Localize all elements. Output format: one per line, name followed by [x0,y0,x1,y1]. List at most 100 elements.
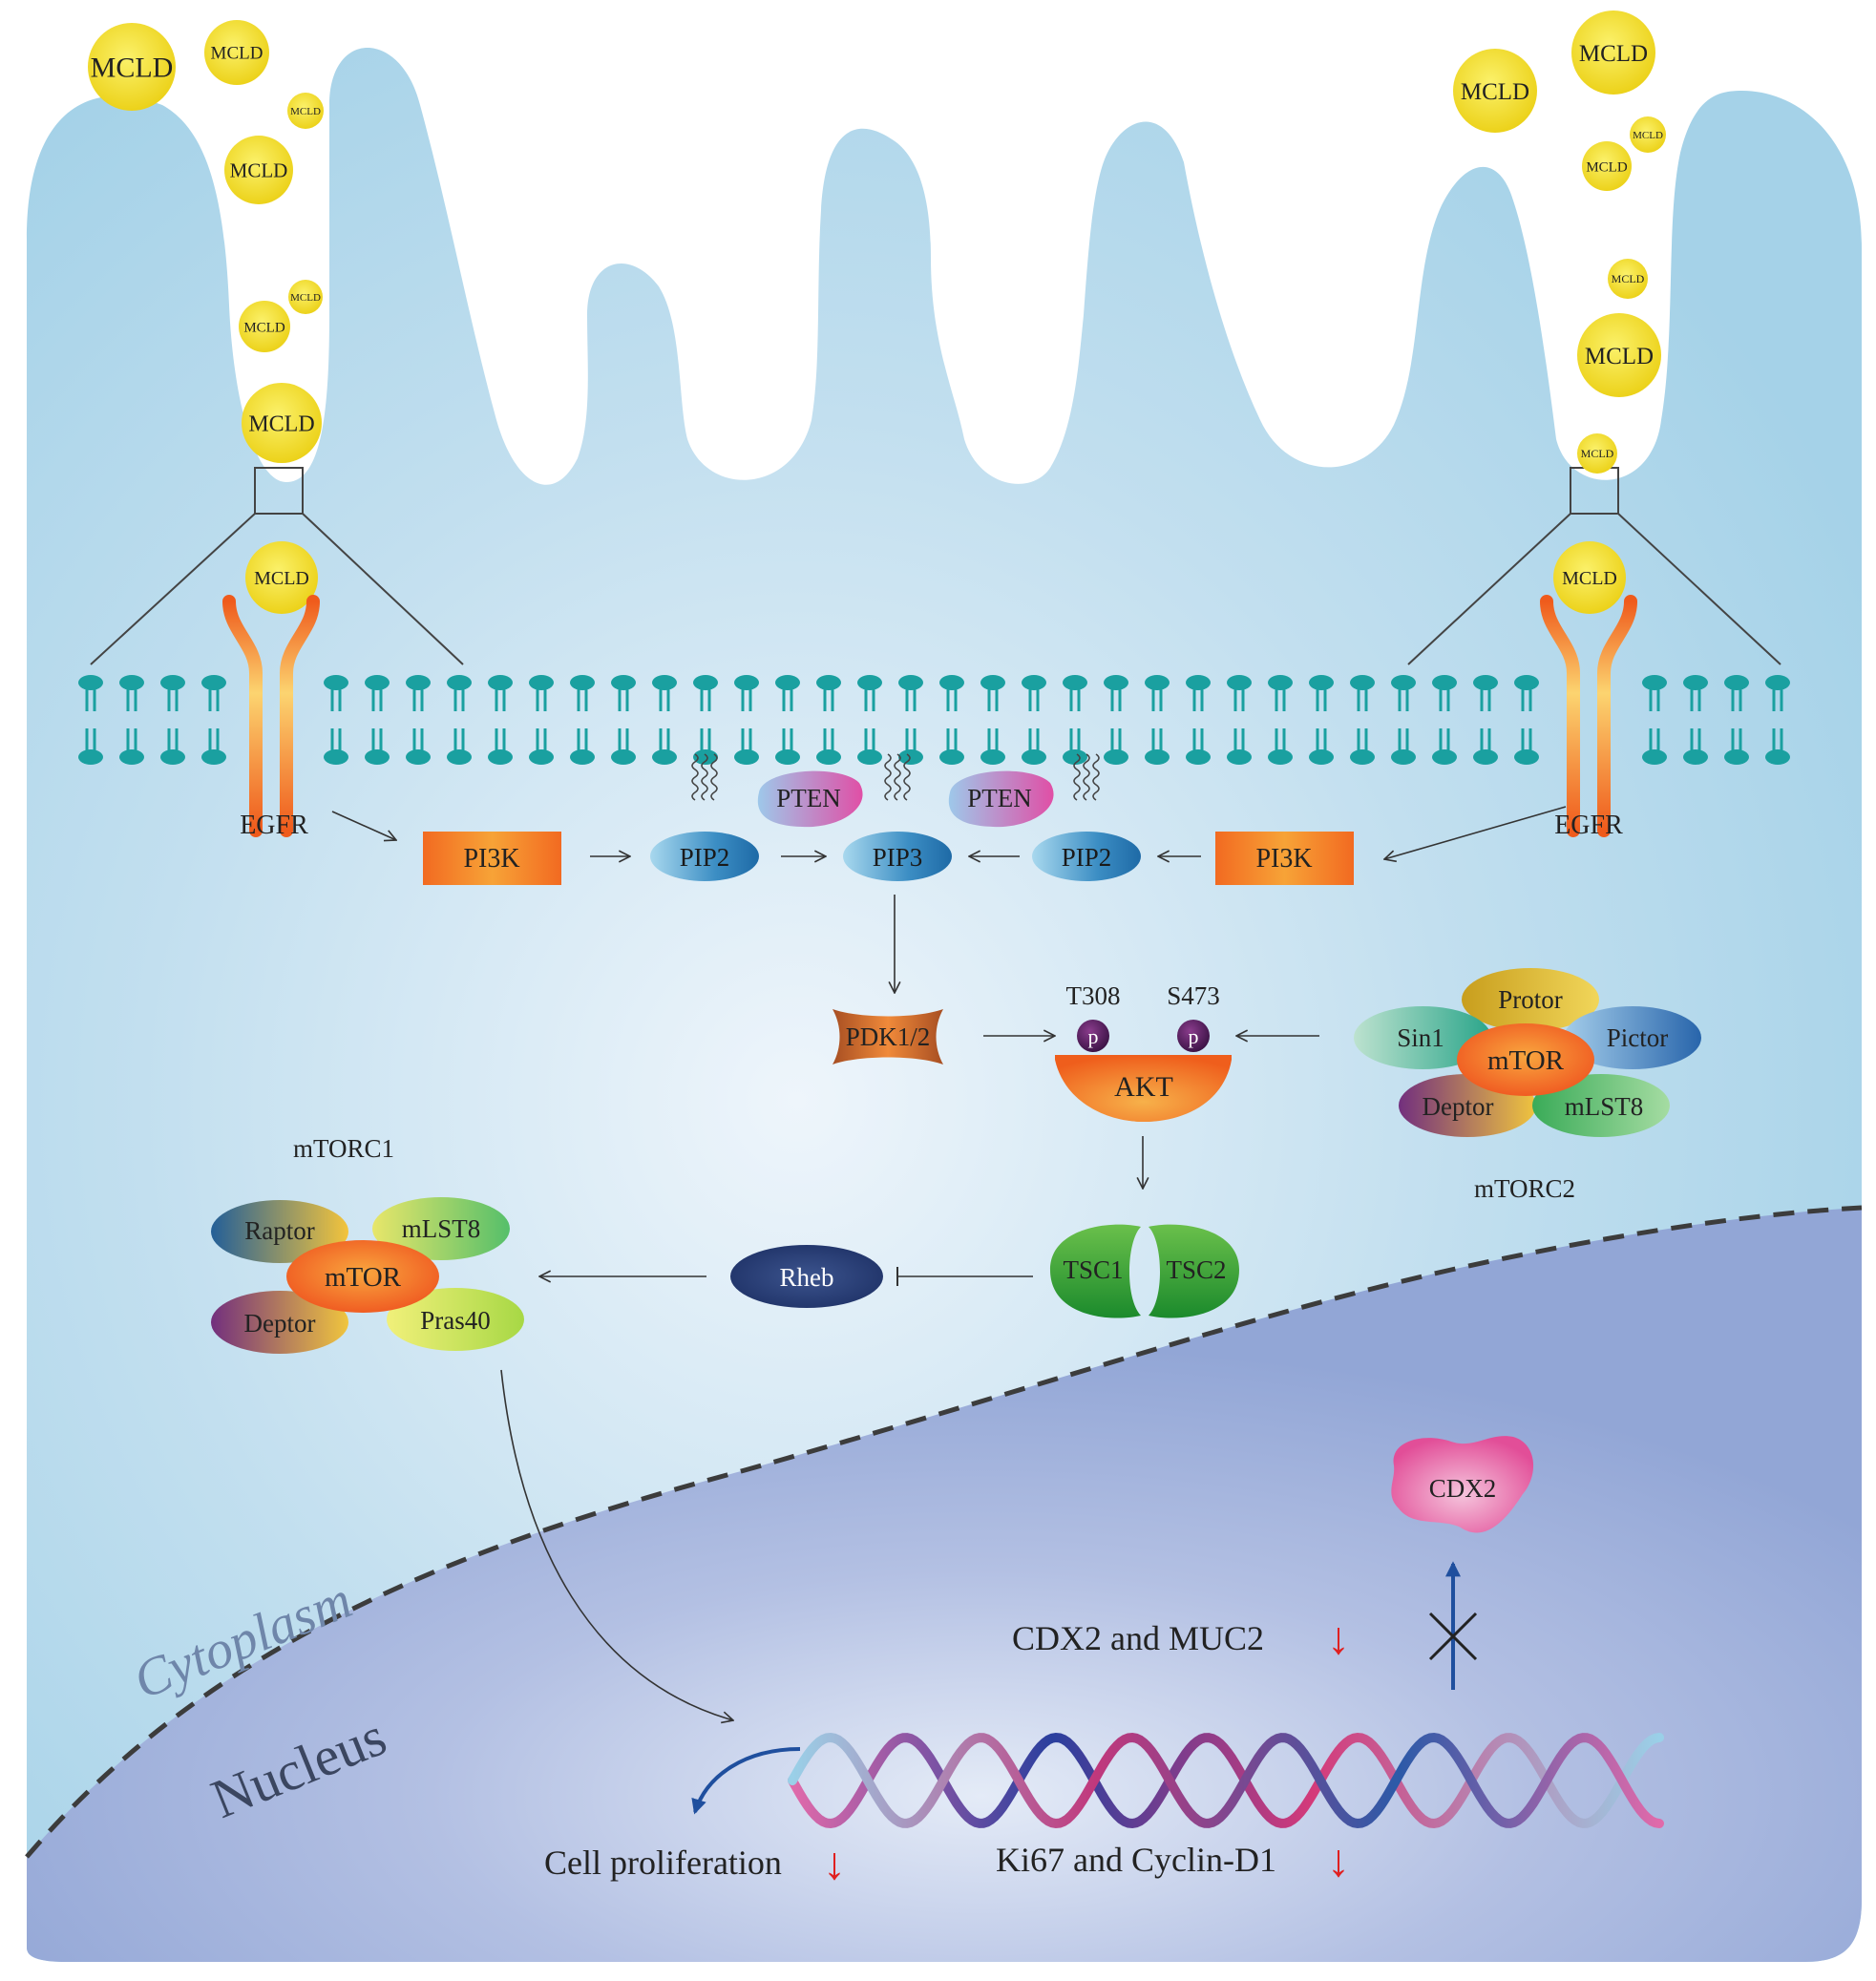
ki67-cyclin-down-arrow: ↓ [1327,1836,1350,1886]
mtorc2-pictor-label: Pictor [1607,1023,1669,1052]
mcld-particle-label: MCLD [1612,272,1645,285]
cell-proliferation-down-arrow: ↓ [823,1839,846,1889]
mcld-particle-label: MCLD [290,292,321,304]
phospho-t308: p T308 [1066,981,1121,1052]
mtorc1-pras40 [387,1288,524,1351]
mcld-particle [1553,541,1626,614]
tsc-complex: TSC1 TSC2 [1050,1224,1239,1318]
mtorc2-title: mTORC2 [1474,1174,1575,1203]
akt-protein: AKT [1055,1055,1232,1122]
s473-label: S473 [1167,981,1220,1010]
mtorc1-mlst8-label: mLST8 [402,1214,481,1243]
phospho-s473: p S473 [1167,981,1220,1052]
egfr-label-left: EGFR [240,811,308,840]
mcld-particle [1577,433,1617,474]
mcld-particle [287,93,324,129]
mcld-particle [1577,313,1661,397]
proliferation-arrow [691,1747,801,1815]
cdx2-muc2-down-arrow: ↓ [1327,1613,1350,1664]
mcld-particle [88,23,176,111]
zoom-indicator-left [90,467,464,665]
mcld-particle [204,20,269,85]
pdk-protein: PDK1/2 [833,1009,943,1064]
mcld-particle-label: MCLD [1579,41,1648,67]
cell-proliferation-text: Cell proliferation [544,1844,782,1882]
egfr-label-right: EGFR [1554,811,1623,840]
mcld-particle [1582,141,1632,191]
mcld-particle [245,541,318,614]
dna-strand-b [788,1732,1664,1829]
mtorc2-mtor [1457,1023,1594,1096]
mcld-particle-label: MCLD [1633,130,1663,141]
mtorc2-pictor [1564,1006,1701,1069]
pip2-left: PIP2 [650,832,759,881]
dna-strand-a [788,1732,1664,1829]
egfr-receptor-right [1540,595,1637,837]
mcld-particle-label: MCLD [290,106,321,117]
pip2-right: PIP2 [1032,832,1141,881]
mtorc1-complex: mTORC1 Raptor mLST8 Deptor Pras40 mTOR [211,1134,524,1354]
phospho-t308-mark: p [1088,1024,1099,1048]
mtorc1-pras40-label: Pras40 [420,1306,491,1335]
mtorc2-mtor-label: mTOR [1487,1045,1565,1076]
nuclear-envelope [25,1205,1863,1859]
mtorc2-protor-label: Protor [1498,985,1563,1014]
mcld-particle-label: MCLD [1581,447,1614,460]
mtorc1-deptor-label: Deptor [244,1309,316,1338]
lipid-tails [691,753,1100,801]
mtorc1-mtor-label: mTOR [325,1262,402,1293]
pip3: PIP3 [843,832,952,881]
mtorc2-mlst8 [1532,1074,1670,1137]
mcld-particle [1453,49,1537,133]
mtorc1-deptor [211,1291,348,1354]
mcld-particle-label: MCLD [211,44,263,64]
pi3k-right: PI3K [1215,832,1354,885]
pten-left: PTEN [757,770,863,828]
mtorc1-raptor-label: Raptor [244,1216,315,1245]
pten-right-label: PTEN [967,784,1032,812]
mcld-particle-label: MCLD [243,320,285,335]
mtorc2-protor [1462,968,1599,1031]
mcld-particle [242,383,322,463]
mcld-particle [239,301,290,352]
mtorc2-sin1-label: Sin1 [1397,1023,1444,1052]
pi3k-left: PI3K [423,832,561,885]
mcld-particle-label: MCLD [254,568,309,589]
pip2-right-label: PIP2 [1062,843,1112,872]
pten-right: PTEN [948,770,1054,828]
tsc2-label: TSC2 [1166,1255,1226,1284]
mcld-particles: MCLD MCLD MCLD MCLD MCLD MCLD MCLD MCLD MCLD MCLD… [88,11,1666,614]
mtorc2-complex: Protor Sin1 Pictor Deptor mLST8 mTOR mTO… [1354,968,1701,1203]
mtorc1-mlst8 [372,1197,510,1260]
pten-left-label: PTEN [776,784,841,812]
mcld-particle-label: MCLD [230,158,288,181]
mcld-particle [224,136,293,204]
pathway-arrows [331,806,1567,1720]
mcld-particle-label: MCLD [1586,159,1628,175]
mcld-particle [1630,116,1666,153]
mcld-particle-label: MCLD [1562,568,1617,589]
mcld-particle-label: MCLD [1461,79,1529,105]
cdx2-protein: CDX2 [1391,1436,1534,1533]
mcld-particle [1608,259,1648,299]
mcld-particle-label: MCLD [248,411,314,436]
tsc1-label: TSC1 [1063,1255,1123,1284]
rheb-label: Rheb [780,1263,834,1292]
mcld-particle [288,280,323,314]
mcld-particle-label: MCLD [1585,344,1654,369]
mtorc2-deptor-label: Deptor [1423,1092,1494,1121]
t308-label: T308 [1066,981,1121,1010]
pip2-left-label: PIP2 [680,843,730,872]
mtorc1-mtor [286,1240,439,1313]
cdx2-label: CDX2 [1429,1474,1497,1503]
rheb-protein: Rheb [730,1245,883,1308]
mcld-particle [1571,11,1655,95]
cdx2-muc2-text: CDX2 and MUC2 [1012,1619,1264,1657]
pip3-label: PIP3 [873,843,923,872]
mcld-particle-label: MCLD [91,53,174,84]
pi3k-right-label: PI3K [1255,844,1312,874]
ki67-cyclin-text: Ki67 and Cyclin-D1 [996,1841,1276,1879]
mtorc1-raptor [211,1200,348,1263]
mtorc1-title: mTORC1 [293,1134,394,1163]
pi3k-left-label: PI3K [463,844,519,874]
